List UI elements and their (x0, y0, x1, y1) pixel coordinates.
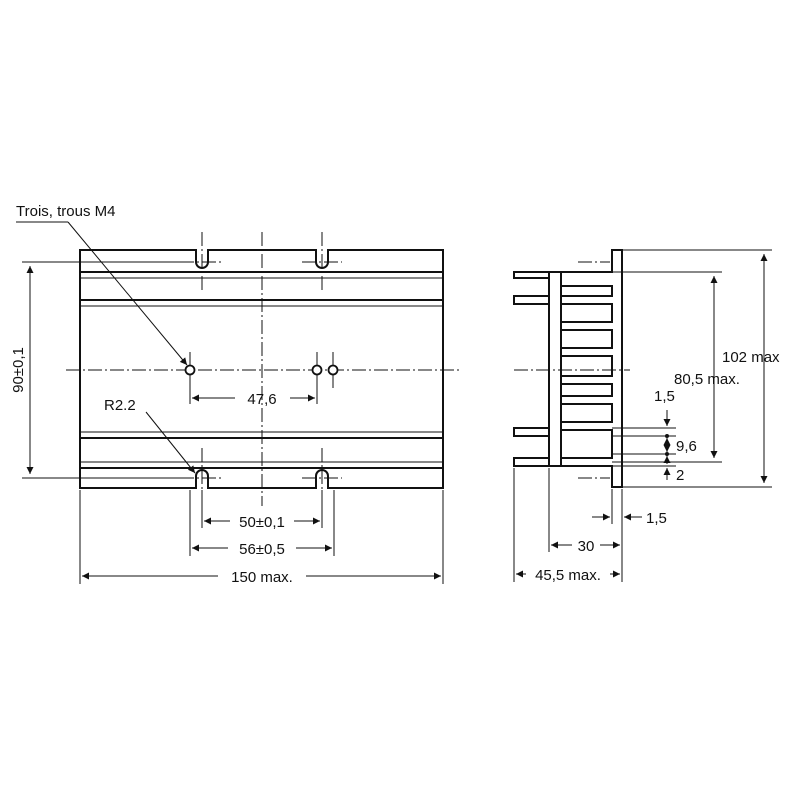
m4-hole (184, 364, 196, 376)
dim-plate (592, 489, 642, 524)
dim-core-text: 30 (578, 538, 595, 555)
dim-slot-inner (201, 490, 323, 528)
side-core (513, 271, 562, 467)
dim-hole-spacing (189, 374, 318, 404)
dim-height-front (22, 261, 182, 479)
dim-fin-pitch-text: 9,6 (676, 438, 697, 455)
dim-height-inner-text: 80,5 max. (674, 371, 740, 388)
leader-radius (145, 411, 196, 474)
dim-slot-outer (189, 490, 335, 556)
side-view: 102 max 80,5 max. 1,5 9,6 2 1,5 (513, 249, 780, 584)
dim-slot-outer-text: 56±0,5 (239, 541, 285, 558)
m4-hole (311, 364, 323, 376)
front-view: Trois, trous M4 R2.2 90±0,1 47,6 50± (10, 203, 462, 586)
dim-tab-text: 2 (676, 467, 684, 484)
front-centerlines (66, 232, 462, 506)
dim-fin-gap-text: 1,5 (654, 388, 675, 405)
dim-height-front-text: 90±0,1 (10, 347, 27, 393)
leader-holes (16, 221, 188, 366)
m4-holes (184, 364, 339, 376)
dim-height-total-text: 102 max (722, 349, 780, 366)
dim-core (548, 468, 623, 552)
dim-width-text: 150 max. (231, 569, 293, 586)
dim-hole-spacing-text: 47,6 (247, 391, 276, 408)
label-holes: Trois, trous M4 (16, 203, 115, 220)
dim-width (79, 490, 444, 584)
dim-plate-text: 1,5 (646, 510, 667, 527)
dim-depth (513, 468, 623, 582)
dim-fin-stack (663, 410, 671, 480)
dim-slot-inner-text: 50±0,1 (239, 514, 285, 531)
m4-hole (327, 364, 339, 376)
front-outline (79, 249, 444, 489)
side-outline (513, 249, 623, 488)
dim-depth-text: 45,5 max. (535, 567, 601, 584)
side-centerlines (514, 261, 630, 479)
label-radius: R2.2 (104, 397, 136, 414)
